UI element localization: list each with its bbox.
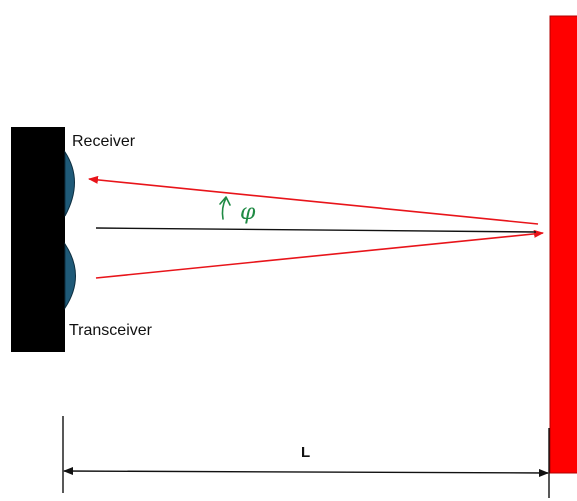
return-beam: [88, 175, 539, 225]
transceiver-lens-icon: [64, 242, 76, 310]
device-body: [11, 127, 65, 352]
center-line: [95, 227, 537, 233]
receiver-lens-icon: [64, 150, 75, 217]
angle-arrow-icon: [219, 196, 231, 220]
transceiver-label: Transceiver: [69, 322, 152, 339]
receiver-label: Receiver: [72, 133, 136, 150]
distance-label: L: [301, 444, 311, 461]
reflector-wall: [549, 15, 577, 474]
dimension-line: [63, 467, 549, 477]
outgoing-beam: [95, 229, 544, 279]
angle-symbol: φ: [240, 200, 256, 225]
